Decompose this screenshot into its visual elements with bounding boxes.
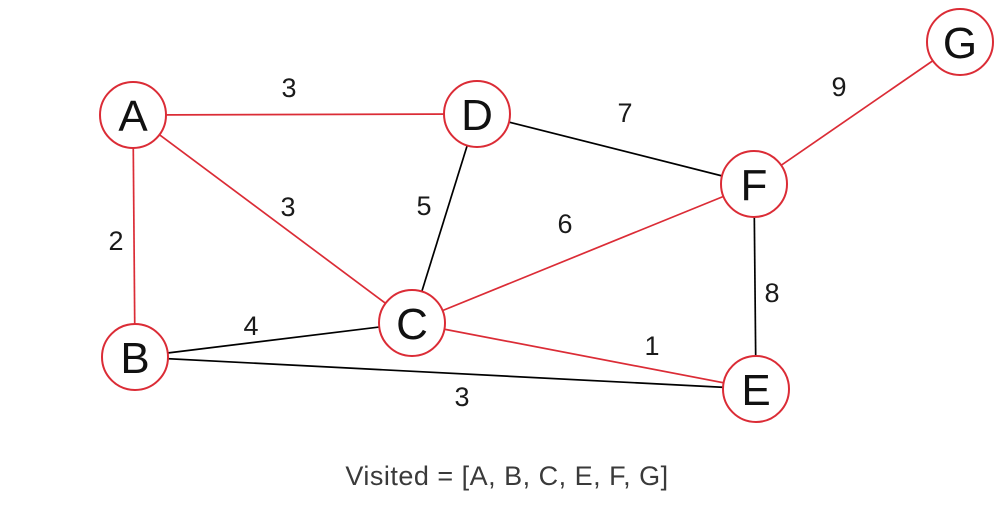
node-D-label: D xyxy=(461,91,493,140)
edge-A-B-weight-label: 2 xyxy=(108,226,123,256)
edge-D-F xyxy=(476,113,755,185)
edge-F-E-weight-label: 8 xyxy=(764,278,779,308)
edge-C-F xyxy=(411,183,755,324)
edge-A-C xyxy=(132,114,413,324)
edge-C-D-weight-label: 5 xyxy=(416,191,431,221)
edge-A-D xyxy=(132,113,478,116)
node-B-label: B xyxy=(120,334,149,383)
edge-C-E xyxy=(411,322,757,390)
node-E-label: E xyxy=(741,366,770,415)
edge-A-C-weight-label: 3 xyxy=(280,192,295,222)
edge-C-E-weight-label: 1 xyxy=(644,331,659,361)
edge-A-B xyxy=(132,114,136,358)
edge-C-F-weight-label: 6 xyxy=(557,209,572,239)
visited-caption: Visited = [A, B, C, E, F, G] xyxy=(345,461,669,491)
edge-C-D xyxy=(411,113,478,324)
edge-B-C-weight-label: 4 xyxy=(243,311,258,341)
node-D-circle xyxy=(443,80,511,148)
edge-B-C xyxy=(134,322,413,358)
node-C-circle xyxy=(378,289,446,357)
edge-B-E-weight-label: 3 xyxy=(454,382,469,412)
node-B-circle xyxy=(101,323,169,391)
edge-F-G xyxy=(753,41,961,185)
edge-F-G-weight-label: 9 xyxy=(831,72,846,102)
node-C-label: C xyxy=(396,300,428,349)
edge-A-D-weight-label: 3 xyxy=(281,73,296,103)
node-F-label: F xyxy=(741,161,768,210)
node-G-label: G xyxy=(943,19,977,68)
node-A-circle xyxy=(99,81,167,149)
node-E-circle xyxy=(722,355,790,423)
node-F-circle xyxy=(720,150,788,218)
node-A-label: A xyxy=(118,92,148,141)
node-G-circle xyxy=(926,8,994,76)
edge-F-E xyxy=(753,183,757,390)
edge-B-E xyxy=(134,356,757,390)
edge-D-F-weight-label: 7 xyxy=(617,98,632,128)
